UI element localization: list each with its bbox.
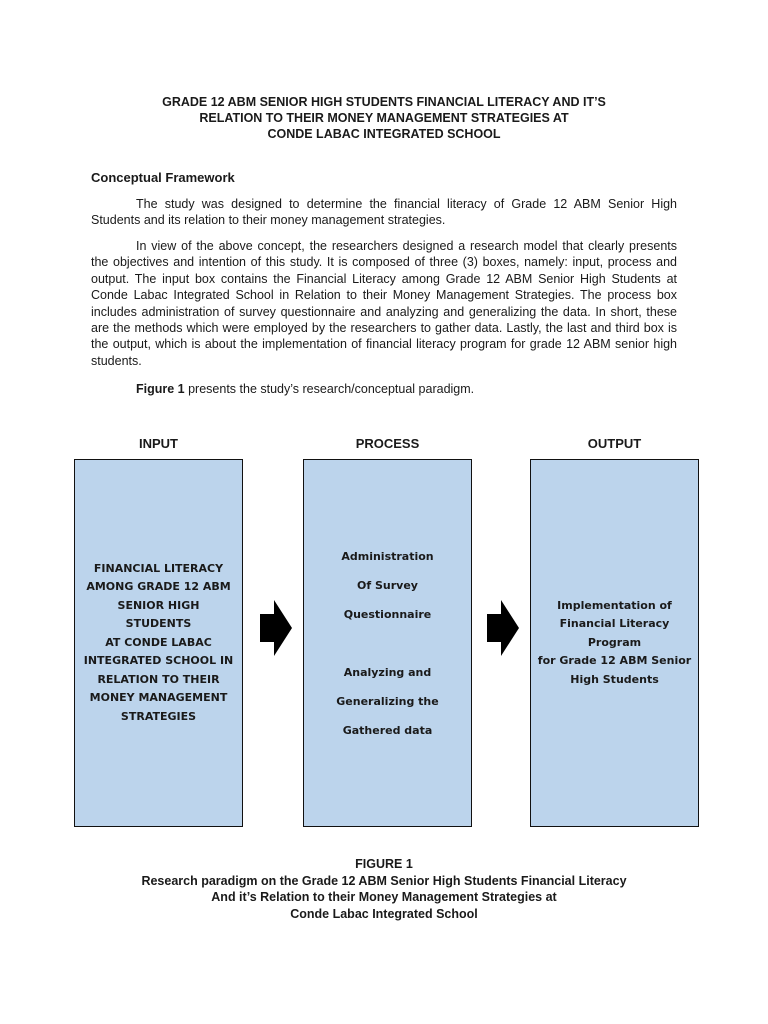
output-label: OUTPUT <box>587 436 642 451</box>
caption-line-1: FIGURE 1 <box>355 857 413 871</box>
paragraph-2: In view of the above concept, the resear… <box>91 239 677 368</box>
paragraph-3-text: presents the study’s research/conceptual… <box>184 382 475 396</box>
arrow-right-icon <box>487 600 519 656</box>
input-line: FINANCIAL LITERACY <box>93 561 224 575</box>
input-line: SENIOR HIGH STUDENTS <box>117 598 200 631</box>
input-line: AT CONDE LABAC <box>105 635 212 649</box>
caption-line-2: Research paradigm on the Grade 12 ABM Se… <box>141 873 627 888</box>
section-heading: Conceptual Framework <box>91 170 235 185</box>
output-line: for Grade 12 ABM Senior <box>537 654 692 668</box>
caption-line-3: And it’s Relation to their Money Managem… <box>211 890 557 904</box>
arrow-right-icon <box>260 600 292 656</box>
figure-caption: FIGURE 1 Research paradigm on the Grade … <box>0 856 768 922</box>
input-box-text: FINANCIAL LITERACY AMONG GRADE 12 ABM SE… <box>75 560 242 727</box>
output-line: Implementation of <box>557 598 672 612</box>
output-box: Implementation of Financial Literacy Pro… <box>530 459 699 827</box>
input-line: MONEY MANAGEMENT <box>89 691 228 705</box>
input-box: FINANCIAL LITERACY AMONG GRADE 12 ABM SE… <box>74 459 243 827</box>
process-line: Of Survey <box>357 578 418 592</box>
paragraph-1: The study was designed to determine the … <box>91 197 677 228</box>
process-line: Administration <box>341 549 434 563</box>
process-label: PROCESS <box>355 436 420 451</box>
title-line-2: RELATION TO THEIR MONEY MANAGEMENT STRAT… <box>199 111 569 125</box>
input-line: INTEGRATED SCHOOL IN <box>83 654 234 668</box>
process-line: Analyzing and <box>343 665 432 679</box>
process-box-text: Administration Of Survey Questionnaire A… <box>336 542 438 745</box>
output-line: Financial Literacy Program <box>559 617 670 649</box>
paragraph-3: Figure 1 presents the study’s research/c… <box>91 381 677 397</box>
output-box-text: Implementation of Financial Literacy Pro… <box>531 597 698 690</box>
input-label: INPUT <box>139 436 178 451</box>
caption-line-4: Conde Labac Integrated School <box>290 906 478 921</box>
input-line: RELATION TO THEIR <box>97 672 220 686</box>
title-line-1: GRADE 12 ABM SENIOR HIGH STUDENTS FINANC… <box>162 95 606 109</box>
process-line: Generalizing the <box>336 694 439 708</box>
process-line: Questionnaire <box>343 607 432 621</box>
document-title: GRADE 12 ABM SENIOR HIGH STUDENTS FINANC… <box>0 94 768 142</box>
title-line-3: CONDE LABAC INTEGRATED SCHOOL <box>267 127 501 141</box>
output-line: High Students <box>570 672 659 686</box>
input-line: STRATEGIES <box>120 709 197 723</box>
process-line: Gathered data <box>342 723 433 737</box>
input-line: AMONG GRADE 12 ABM <box>86 580 231 594</box>
process-spacer <box>336 629 438 658</box>
process-box: Administration Of Survey Questionnaire A… <box>303 459 472 827</box>
figure-reference: Figure 1 <box>136 382 185 396</box>
